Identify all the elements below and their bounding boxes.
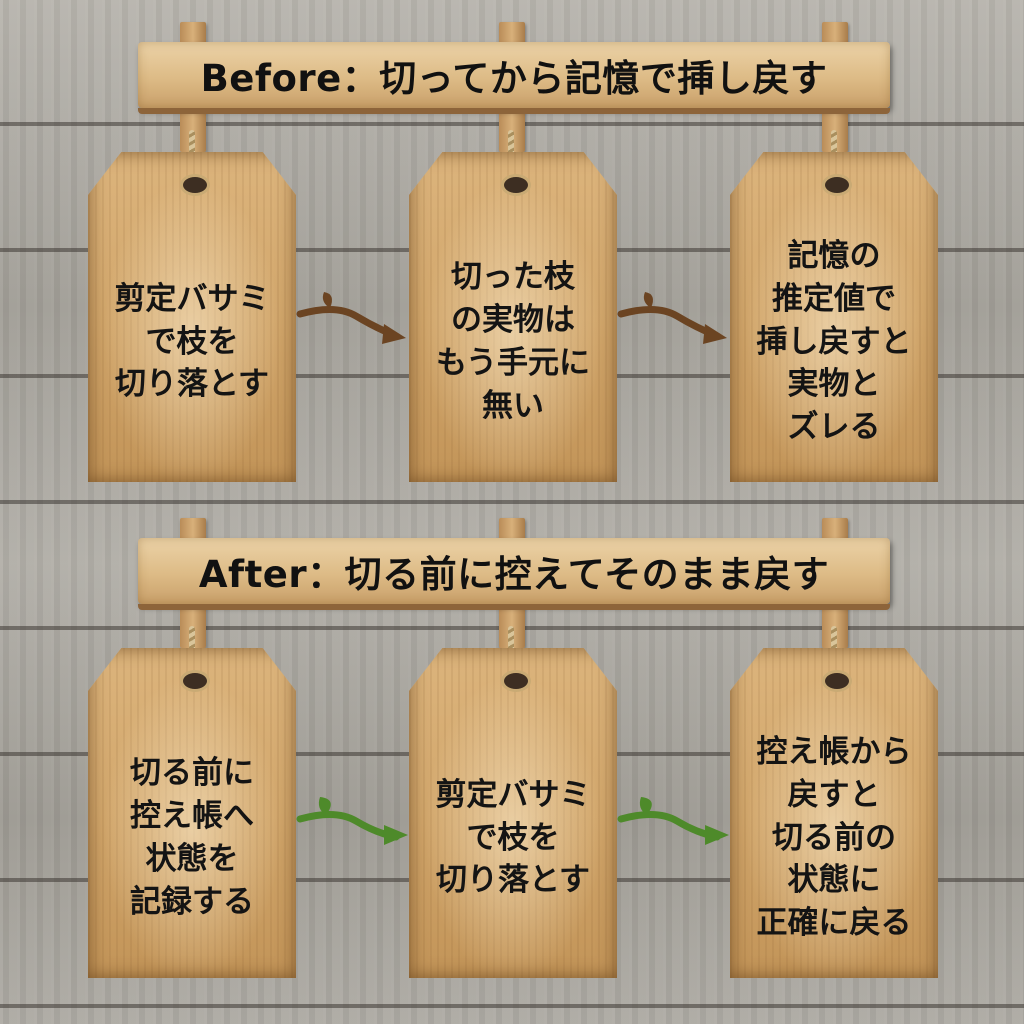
before-step-3-text: 記憶の 推定値で 挿し戻すと 実物と ズレる [756, 238, 912, 446]
after-title-banner: After：切る前に控えてそのまま戻す [138, 538, 890, 610]
tag-hole [822, 174, 852, 196]
after-step-3-text: 控え帳から 戻すと 切る前の 状態に 正確に戻る [756, 734, 912, 942]
after-step-3-tag: 控え帳から 戻すと 切る前の 状態に 正確に戻る [730, 648, 938, 978]
tag-hole [180, 670, 210, 692]
tag-hole [180, 174, 210, 196]
after-step-1-tag: 切る前に 控え帳へ 状態を 記録する [88, 648, 296, 978]
before-step-1-text: 剪定バサミ で枝を 切り落とす [114, 280, 270, 403]
leaf-branch-arrow-icon [617, 797, 729, 845]
after-step-1-text: 切る前に 控え帳へ 状態を 記録する [130, 755, 254, 920]
after-title: After：切る前に控えてそのまま戻す [198, 553, 830, 596]
tag-hole [501, 174, 531, 196]
before-title-banner: Before：切ってから記憶で挿し戻す [138, 42, 890, 114]
before-step-2-text: 切った枝 の実物は もう手元に 無い [435, 259, 591, 424]
tag-hole [501, 670, 531, 692]
branch-arrow-icon [296, 292, 406, 344]
before-step-1-tag: 剪定バサミ で枝を 切り落とす [88, 152, 296, 482]
after-step-2-tag: 剪定バサミ で枝を 切り落とす [409, 648, 617, 978]
before-title: Before：切ってから記憶で挿し戻す [200, 57, 828, 100]
leaf-branch-arrow-icon [296, 797, 408, 845]
after-step-2-text: 剪定バサミ で枝を 切り落とす [435, 776, 591, 899]
branch-arrow-icon [617, 292, 727, 344]
before-step-2-tag: 切った枝 の実物は もう手元に 無い [409, 152, 617, 482]
before-step-3-tag: 記憶の 推定値で 挿し戻すと 実物と ズレる [730, 152, 938, 482]
tag-hole [822, 670, 852, 692]
